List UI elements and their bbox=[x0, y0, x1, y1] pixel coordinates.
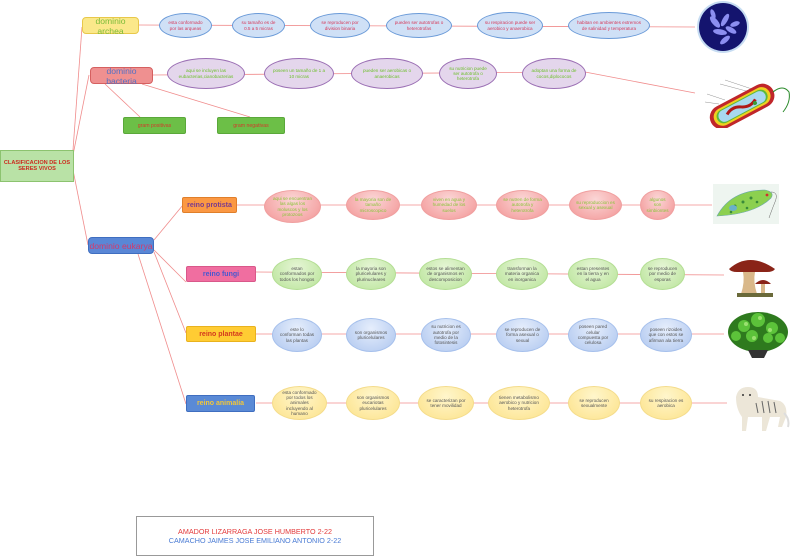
protista-trait[interactable]: viven en agua y humedad de los suelos bbox=[421, 190, 477, 220]
protista-trait[interactable]: aqui se encuentran las algas los molusco… bbox=[264, 190, 321, 223]
root-node[interactable]: CLASIFICACION DE LOS SERES VIVOS bbox=[0, 150, 74, 182]
archea-trait[interactable]: pueden ser autotrofas o heterotrofas bbox=[386, 13, 452, 38]
archea-trait[interactable]: esta conformado por las arqueas bbox=[159, 13, 212, 38]
bush-image bbox=[728, 312, 788, 358]
gram-positive-node[interactable]: gram positivas bbox=[123, 117, 186, 134]
euglena-image bbox=[713, 184, 779, 224]
archaea-image bbox=[697, 1, 749, 53]
animalia-trait[interactable]: se reproducen sexualmente bbox=[568, 386, 620, 420]
bacteria-trait[interactable]: su nutricion puede ser autotrofa o heter… bbox=[439, 58, 497, 89]
domain-bacteria-label: dominio bacteria bbox=[106, 65, 137, 86]
protista-trait[interactable]: su reproduccion es sexual y asexual bbox=[569, 190, 622, 220]
kingdom-protista-node[interactable]: reino protista bbox=[182, 197, 237, 213]
fungi-trait[interactable]: estan conformados por todos los hongos bbox=[272, 258, 322, 290]
protista-trait[interactable]: la mayoria son de tamaño microscopico bbox=[346, 190, 400, 220]
domain-eukarya-node[interactable]: dominio eukarya bbox=[88, 237, 154, 254]
kingdom-plantae-node[interactable]: reino plantae bbox=[186, 326, 256, 342]
domain-archea-label: dominio archea bbox=[95, 15, 126, 36]
connector-root-bacteria bbox=[72, 74, 90, 156]
plantae-trait[interactable]: poseen pared celular compuesta por celul… bbox=[568, 318, 618, 352]
connector-bacteria-gram-neg bbox=[141, 83, 251, 118]
protista-trait[interactable]: se nutren de forma autotrofa y heterotro… bbox=[496, 190, 549, 220]
animalia-trait[interactable]: se caracterizan por tener movilidad bbox=[418, 386, 474, 420]
bacteria-trait[interactable]: adoptan una forma de cocos,diplococos bbox=[522, 58, 586, 89]
mushroom-image bbox=[729, 260, 775, 297]
connector-eukarya-fungi bbox=[153, 249, 187, 283]
fungi-trait[interactable]: se reproducen por medio de esporas bbox=[640, 258, 685, 290]
connector-root-eukarya bbox=[72, 169, 89, 246]
connector-eukarya-protista bbox=[153, 204, 184, 241]
fungi-trait[interactable]: la mayoria son pluricelulares y plurinuc… bbox=[346, 258, 396, 290]
fungi-trait[interactable]: estan presentes en la tierra y en el agu… bbox=[568, 258, 618, 290]
credits-box: AMADOR LIZARRAGA JOSE HUMBERTO 2-22 CAMA… bbox=[136, 516, 374, 556]
tiger-image bbox=[736, 387, 790, 431]
archea-trait[interactable]: su respiracion puede ser aerobico y anae… bbox=[477, 12, 543, 39]
connector-root-archea bbox=[72, 26, 83, 151]
bacterial-cell-image bbox=[704, 79, 790, 128]
domain-bacteria-node[interactable]: dominio bacteria bbox=[90, 65, 153, 86]
bacteria-trait[interactable]: aqui se incluyen las eubacterias,cianoba… bbox=[167, 58, 245, 89]
connector-bacteria-image bbox=[584, 71, 696, 94]
plantae-trait[interactable]: se reproducen de forma asexual o sexual bbox=[496, 318, 549, 352]
animalia-trait[interactable]: tienen metabolismo aerobico y nutricion … bbox=[488, 386, 550, 420]
credit-author-2: CAMACHO JAIMES JOSE EMILIANO ANTONIO 2-2… bbox=[168, 536, 342, 545]
gram-negative-node[interactable]: gram negativas bbox=[217, 117, 285, 134]
plantae-trait[interactable]: son organismos pluricelulares bbox=[346, 318, 396, 352]
bacteria-trait[interactable]: pueden ser aerobicas o anaerobicas bbox=[351, 58, 423, 89]
bacteria-trait[interactable]: poseen un tamaño de 1 a 10 micras bbox=[264, 58, 334, 89]
connector-bacteria-gram-pos bbox=[104, 83, 141, 118]
credit-author-1: AMADOR LIZARRAGA JOSE HUMBERTO 2-22 bbox=[178, 527, 332, 536]
plantae-trait[interactable]: poseen rizoides que con estos se afirman… bbox=[640, 318, 692, 352]
fungi-trait[interactable]: transforman la materia organica en inorg… bbox=[496, 258, 548, 290]
archea-trait[interactable]: se reproducen por division binaria bbox=[310, 13, 370, 38]
protista-trait[interactable]: algunos son simbiontes bbox=[640, 190, 675, 220]
connector-eukarya-plantae bbox=[153, 251, 187, 334]
archea-trait[interactable]: su tamaño es de 0.5 a 5 micras bbox=[232, 13, 285, 38]
plantae-trait[interactable]: este lo conforman todas las plantas bbox=[272, 318, 322, 352]
fungi-trait[interactable]: estos se alimentan de organismos en desc… bbox=[419, 258, 472, 290]
animalia-trait[interactable]: su respiracion es aerobica bbox=[640, 386, 692, 420]
archea-trait[interactable]: habitan en ambientes extremos de salinid… bbox=[568, 12, 650, 39]
kingdom-fungi-node[interactable]: reino fungi bbox=[186, 266, 256, 282]
connector-eukarya-animalia bbox=[137, 253, 187, 405]
domain-archea-node[interactable]: dominio archea bbox=[82, 15, 139, 36]
domain-eukarya-label: dominio eukarya bbox=[89, 240, 153, 251]
kingdom-animalia-node[interactable]: reino animalia bbox=[186, 395, 255, 412]
root-label: CLASIFICACION DE LOS SERES VIVOS bbox=[3, 159, 71, 172]
animalia-trait[interactable]: son organismos eucariotas pluricelulares bbox=[346, 386, 400, 420]
plantae-trait[interactable]: su nutricion es autotrofa por medio de l… bbox=[421, 318, 471, 352]
animalia-trait[interactable]: esta conformado por todos los animales i… bbox=[272, 386, 327, 420]
